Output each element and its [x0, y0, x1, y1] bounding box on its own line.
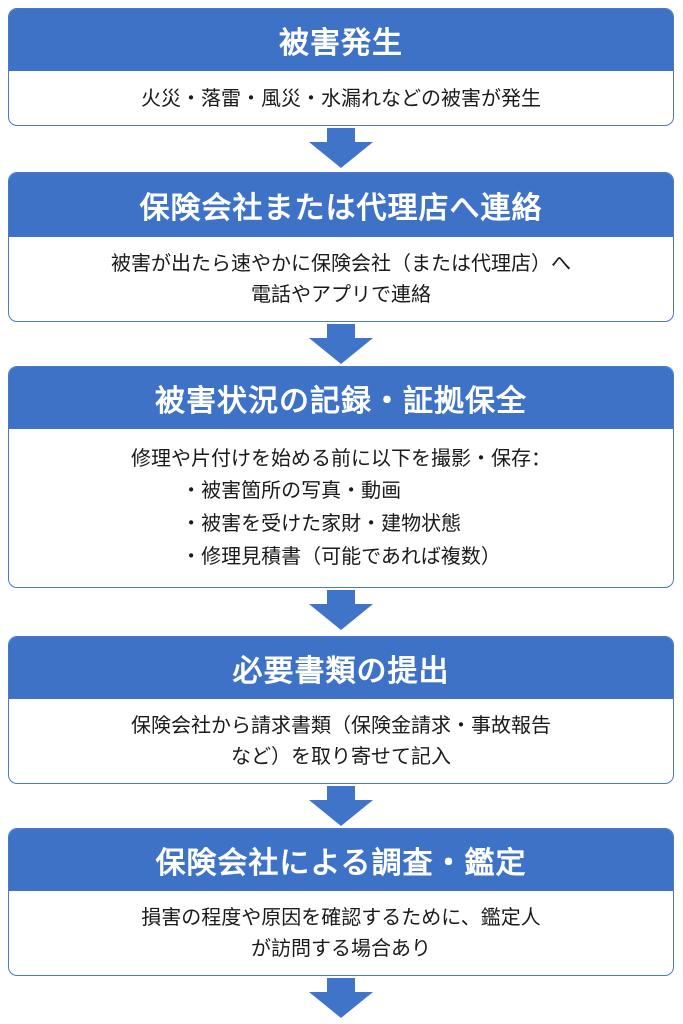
step-title: 保険会社または代理店へ連絡: [9, 173, 673, 237]
bullet-list: ・被害箇所の写真・動画 ・被害を受けた家財・建物状態 ・修理見積書（可能であれば…: [181, 474, 501, 573]
step-description: 火災・落雷・風災・水漏れなどの被害が発生: [9, 71, 673, 125]
bullet-item: ・被害箇所の写真・動画: [181, 478, 402, 502]
down-arrow-icon: [309, 128, 373, 168]
step-title: 被害発生: [9, 9, 673, 71]
description-intro: 修理や片付けを始める前に以下を撮影・保存：: [131, 446, 551, 470]
flow-step-submit-documents: 必要書類の提出 保険会社から請求書類（保険金請求・事故報告 など）を取り寄せて記…: [8, 636, 674, 784]
step-title: 被害状況の記録・証拠保全: [9, 367, 673, 429]
step-description: 損害の程度や原因を確認するために、鑑定人 が訪問する場合あり: [9, 891, 673, 975]
description-line: 保険会社から請求書類（保険金請求・事故報告: [131, 713, 551, 737]
description-line: 電話やアプリで連絡: [251, 282, 431, 306]
bullet-item: ・被害を受けた家財・建物状態: [181, 511, 462, 535]
step-title: 保険会社による調査・鑑定: [9, 829, 673, 891]
step-description: 修理や片付けを始める前に以下を撮影・保存： ・被害箇所の写真・動画 ・被害を受け…: [9, 429, 673, 587]
description-line: 被害が出たら速やかに保険会社（または代理店）へ: [111, 251, 571, 275]
description-line: が訪問する場合あり: [251, 936, 431, 960]
step-title: 必要書類の提出: [9, 637, 673, 699]
flow-step-investigation: 保険会社による調査・鑑定 損害の程度や原因を確認するために、鑑定人 が訪問する場…: [8, 828, 674, 976]
description-line: 損害の程度や原因を確認するために、鑑定人: [141, 905, 541, 929]
step-description: 被害が出たら速やかに保険会社（または代理店）へ 電話やアプリで連絡: [9, 237, 673, 321]
flow-step-damage-occurrence: 被害発生 火災・落雷・風災・水漏れなどの被害が発生: [8, 8, 674, 126]
flow-step-contact-insurer: 保険会社または代理店へ連絡 被害が出たら速やかに保険会社（または代理店）へ 電話…: [8, 172, 674, 322]
down-arrow-icon: [309, 786, 373, 826]
step-description: 保険会社から請求書類（保険金請求・事故報告 など）を取り寄せて記入: [9, 699, 673, 783]
down-arrow-icon: [309, 324, 373, 364]
down-arrow-icon: [309, 590, 373, 630]
description-line: など）を取り寄せて記入: [231, 744, 451, 768]
description-line: 火災・落雷・風災・水漏れなどの被害が発生: [141, 85, 541, 110]
bullet-item: ・修理見積書（可能であれば複数）: [181, 544, 501, 568]
flow-step-record-evidence: 被害状況の記録・証拠保全 修理や片付けを始める前に以下を撮影・保存： ・被害箇所…: [8, 366, 674, 588]
down-arrow-icon: [309, 978, 373, 1018]
